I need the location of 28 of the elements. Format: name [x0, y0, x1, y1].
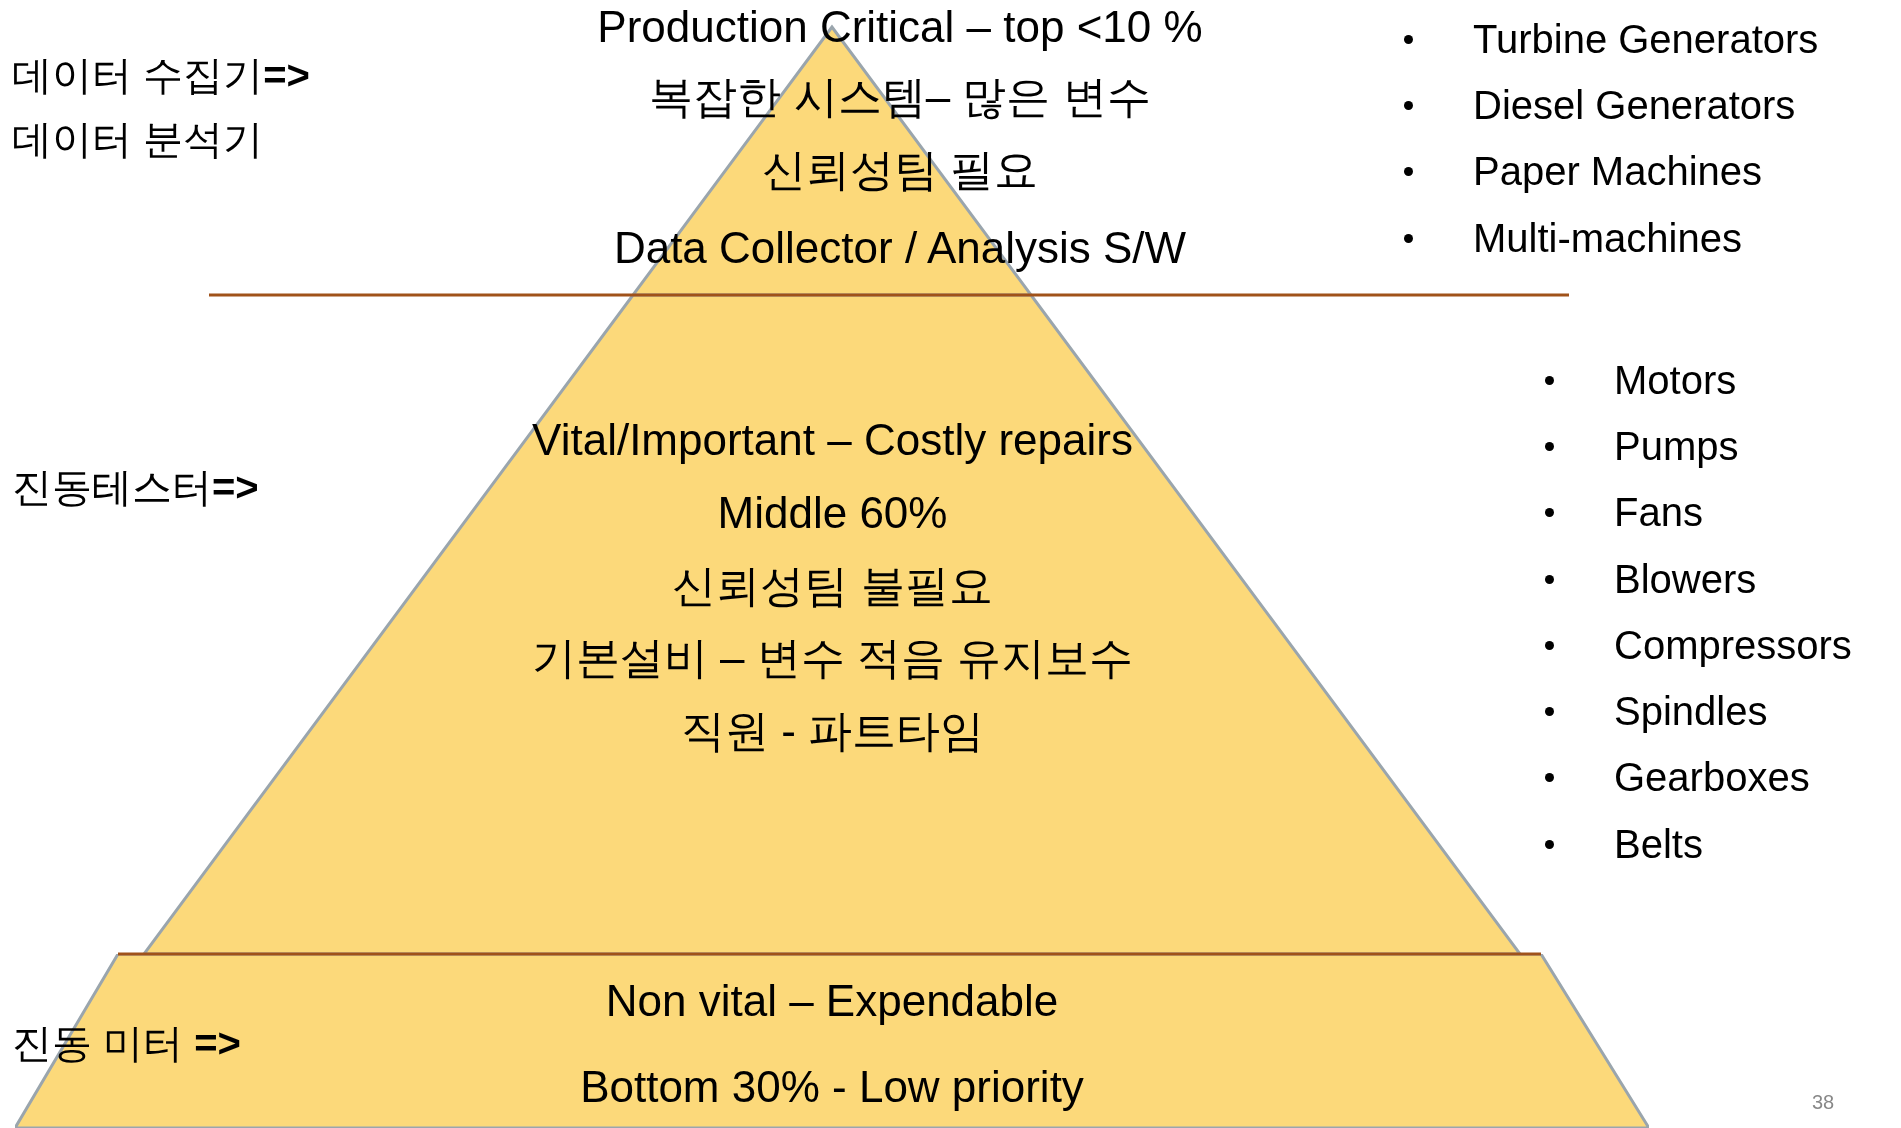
- equipment-item: Motors: [1614, 357, 1737, 403]
- band-text: Bottom 30% - Low priority: [580, 1062, 1084, 1111]
- band-text: Production Critical – top <10 %: [597, 2, 1203, 51]
- side-label: 데이터 분석기: [12, 116, 264, 162]
- equipment-item: Fans: [1614, 489, 1703, 535]
- side-label: 진동테스터=>: [12, 464, 259, 510]
- equipment-item: Paper Machines: [1473, 148, 1763, 194]
- equipment-item: Gearboxes: [1614, 754, 1810, 800]
- band-text: Non vital – Expendable: [605, 976, 1059, 1025]
- equipment-item: Spindles: [1614, 688, 1768, 734]
- equipment-item: Diesel Generators: [1473, 82, 1796, 128]
- band-text: 기본설비 – 변수 적음 유지보수: [531, 633, 1134, 682]
- equipment-item: Turbine Generators: [1473, 16, 1819, 62]
- band-text: 복잡한 시스템– 많은 변수: [649, 72, 1151, 121]
- equipment-item: Belts: [1614, 821, 1703, 867]
- page-number: 38: [1812, 1090, 1835, 1114]
- equipment-item: Blowers: [1614, 556, 1757, 602]
- band-text: Middle 60%: [717, 488, 948, 537]
- band-text: Vital/Important – Costly repairs: [532, 415, 1133, 464]
- band-text: 신뢰성팀 필요: [761, 145, 1039, 194]
- equipment-item: Multi-machines: [1473, 215, 1742, 261]
- side-label: 진동 미터 =>: [12, 1020, 241, 1066]
- band-text: 신뢰성팀 불필요: [672, 561, 993, 610]
- band-text: Data Collector / Analysis S/W: [613, 223, 1187, 272]
- band-text: 직원 - 파트타임: [680, 706, 985, 755]
- equipment-item: Compressors: [1614, 622, 1852, 668]
- side-label: 데이터 수집기=>: [12, 52, 310, 98]
- equipment-item: Pumps: [1614, 423, 1739, 469]
